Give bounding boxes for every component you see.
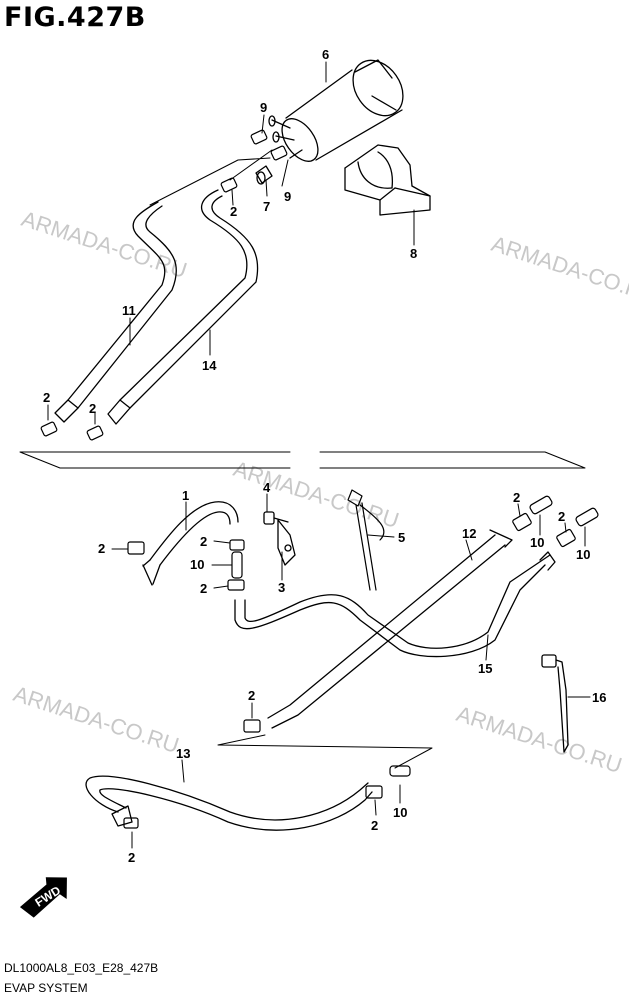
fwd-arrow-icon: FWD [19, 877, 67, 918]
bolt-4 [263, 511, 289, 525]
figure-title: FIG.427B [4, 2, 146, 33]
fittings-lower [123, 765, 411, 829]
label-2-mid-left: 2 [98, 541, 105, 556]
label-10-right-b: 10 [576, 547, 590, 562]
clamps-upper [220, 129, 288, 193]
label-2-right-b: 2 [558, 509, 565, 524]
hose-1 [142, 501, 239, 586]
stay-3 [277, 519, 296, 566]
plane-line-upper [149, 149, 273, 206]
label-2-mid-b: 2 [200, 581, 207, 596]
label-6: 6 [322, 47, 329, 62]
watermark-5: ARMADA-CO.RU [453, 701, 625, 778]
label-11: 11 [122, 303, 136, 318]
label-14: 14 [202, 358, 217, 373]
diagram-code: DL1000AL8_E03_E28_427B [4, 961, 159, 975]
clamp-2-mid-left [127, 541, 145, 555]
label-12: 12 [462, 526, 476, 541]
hose-13 [85, 775, 373, 831]
label-2-right-a: 2 [513, 490, 520, 505]
clamp-2-hose12 [243, 719, 261, 733]
hose-14 [107, 189, 259, 425]
label-16: 16 [592, 690, 606, 705]
label-10-mid: 10 [190, 557, 204, 572]
plane-separator [19, 451, 586, 469]
plane-lower [217, 734, 433, 769]
label-9b: 9 [284, 189, 291, 204]
label-15: 15 [478, 661, 492, 676]
label-2-mid-a: 2 [200, 534, 207, 549]
label-4: 4 [263, 480, 271, 495]
joint-7 [255, 165, 273, 185]
canister [268, 59, 404, 162]
fittings-right [512, 495, 599, 548]
clamps-left [40, 421, 104, 441]
hose-15 [234, 551, 556, 658]
label-9a: 9 [260, 100, 267, 115]
diagram-subtitle: EVAP SYSTEM [4, 981, 88, 995]
canister-bracket [344, 144, 431, 216]
hose-11 [54, 201, 177, 423]
hose-12 [267, 529, 513, 729]
label-8: 8 [410, 246, 417, 261]
part-labels: 6 9 9 7 2 8 11 14 2 2 1 4 2 2 10 2 3 5 1… [43, 47, 606, 865]
label-10-right-a: 10 [530, 535, 544, 550]
label-3: 3 [278, 580, 285, 595]
watermark-4: ARMADA-CO.RU [10, 681, 182, 758]
leader-lines [47, 61, 591, 849]
cable-tie-5 [347, 489, 385, 591]
label-7: 7 [263, 199, 270, 214]
label-1: 1 [182, 488, 189, 503]
watermarks: ARMADA-CO.RU ARMADA-CO.RU ARMADA-CO.RU A… [10, 206, 629, 778]
label-2-low-b: 2 [371, 818, 378, 833]
label-2-left-b: 2 [89, 401, 96, 416]
label-2-low-c: 2 [128, 850, 135, 865]
label-5: 5 [398, 530, 405, 545]
part-16 [541, 654, 569, 753]
label-10-low: 10 [393, 805, 407, 820]
label-2-left-a: 2 [43, 390, 50, 405]
watermark-2: ARMADA-CO.RU [488, 231, 629, 308]
label-13: 13 [176, 746, 190, 761]
label-2-low-a: 2 [248, 688, 255, 703]
label-2-top: 2 [230, 204, 237, 219]
